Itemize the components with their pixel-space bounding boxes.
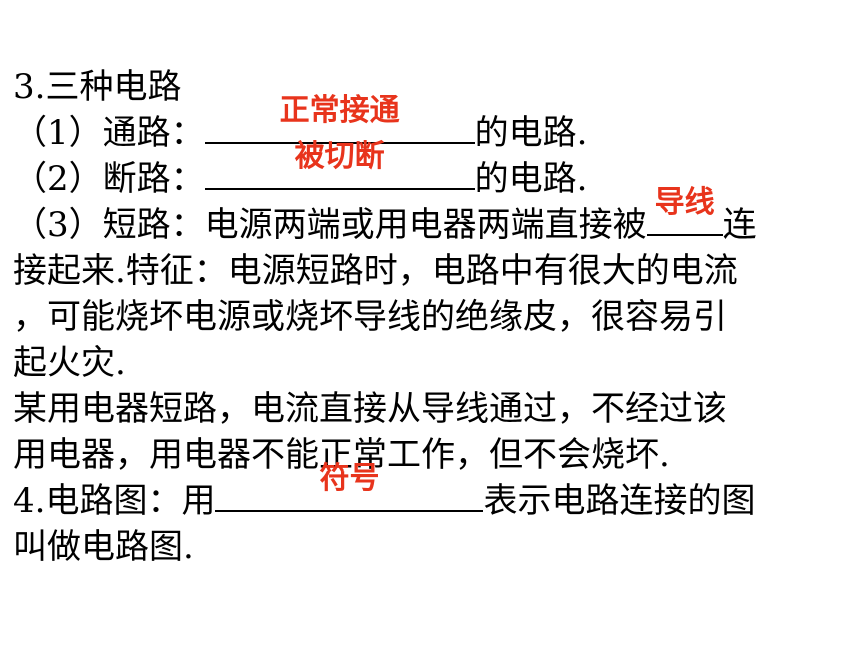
item-4-line-2: 叫做电路图.	[13, 527, 194, 567]
fill-blank-4: 符号	[215, 462, 484, 512]
answer-2: 被切断	[294, 139, 385, 174]
item-1-line: （1）通路： 正常接通的电路.	[13, 94, 588, 156]
item-2-prefix: （2）断路：	[13, 159, 205, 199]
answer-3: 导线	[654, 185, 715, 220]
answer-4: 符号	[319, 461, 380, 496]
item-2-line: （2）断路： 被切断的电路.	[13, 140, 588, 202]
fill-blank-1: 正常接通	[204, 94, 475, 144]
fill-blank-2: 被切断	[204, 140, 475, 190]
item-2-suffix: 的电路.	[474, 159, 588, 199]
note-line-1: 某用电器短路，电流直接从导线通过，不经过该	[13, 389, 727, 429]
item-1-prefix: （1）通路：	[13, 113, 205, 153]
item-3-suffix: 连	[722, 205, 757, 245]
fill-blank-3: 导线	[646, 186, 723, 236]
answer-1: 正常接通	[279, 93, 400, 128]
item-3-line-1: （3）短路：电源两端或用电器两端直接被导线连	[13, 186, 757, 248]
item-4-line-1: 4.电路图：用 符号表示电路连接的图	[13, 462, 756, 524]
item-4-suffix: 表示电路连接的图	[483, 481, 756, 521]
item-4-prefix: 4.电路图：用	[13, 481, 216, 521]
section-heading: 3.三种电路	[13, 67, 182, 107]
item-3-line-2: 接起来.特征：电源短路时，电路中有很大的电流	[13, 251, 738, 291]
item-1-suffix: 的电路.	[474, 113, 588, 153]
item-3-prefix: （3）短路：电源两端或用电器两端直接被	[13, 205, 647, 245]
item-3-line-3: ，可能烧坏电源或烧坏导线的绝缘皮，很容易引	[13, 297, 727, 337]
item-3-line-4: 起火灾.	[13, 343, 126, 383]
note-line-2: 用电器，用电器不能正常工作，但不会烧坏.	[13, 435, 670, 475]
